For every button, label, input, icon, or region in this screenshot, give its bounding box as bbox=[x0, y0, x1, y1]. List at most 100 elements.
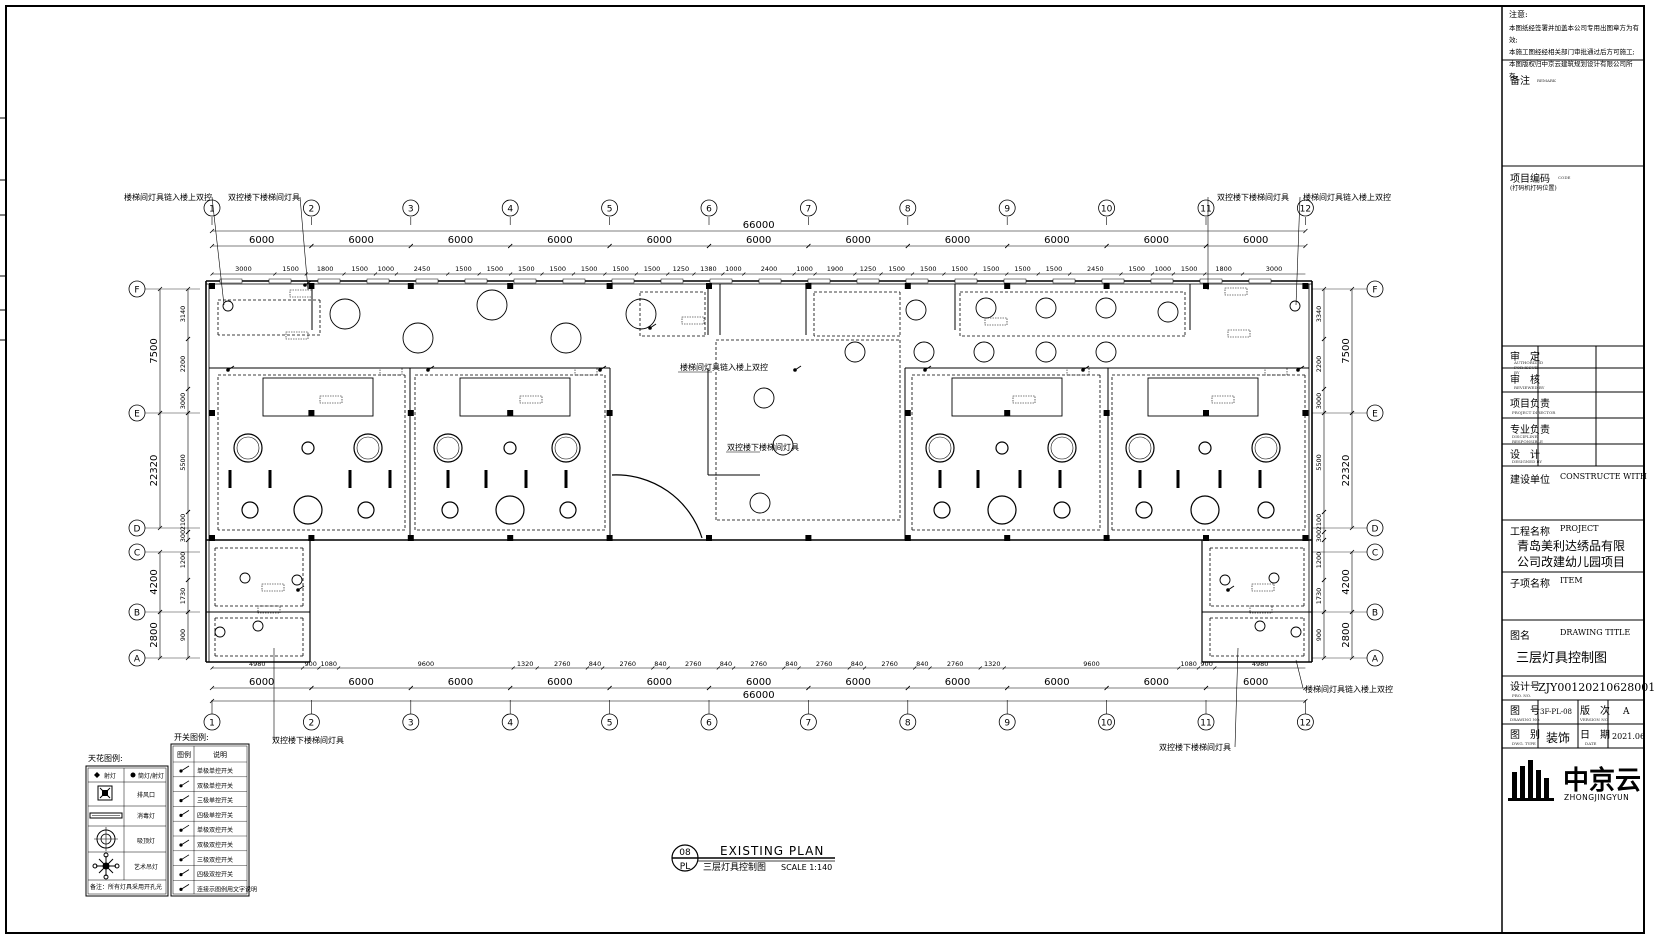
dim-right-inner-1-text: 2200 bbox=[1315, 356, 1323, 373]
window-north-16 bbox=[1003, 278, 1027, 284]
classroom-lamp-row2-8 bbox=[1053, 501, 1071, 519]
uv-lamp-9 bbox=[976, 470, 980, 488]
grid-label-top-7: 7 bbox=[806, 205, 812, 215]
column-mid-3 bbox=[507, 410, 514, 416]
dim-top-small-10: 1500 bbox=[581, 265, 598, 273]
grid-bubble-bottom-8 bbox=[899, 713, 917, 731]
uv-lamp-7 bbox=[564, 470, 568, 488]
dim-top-small-29: 1500 bbox=[1181, 265, 1198, 273]
dim-right-inner-1-tick-0 bbox=[1321, 336, 1327, 342]
callout-7-leader bbox=[1295, 659, 1304, 689]
switch-legend-row-8: 连接示图例用文字说明 bbox=[197, 885, 257, 893]
circuit-tag-6 bbox=[379, 367, 403, 376]
switch-legend-stroke-8 bbox=[180, 884, 190, 890]
callout-9-leader bbox=[1234, 647, 1239, 748]
column-north-6 bbox=[805, 283, 812, 289]
dim-top-small-28: 1000 bbox=[1155, 265, 1172, 273]
dim-left-outer-2-tick-0 bbox=[157, 549, 163, 555]
uv-lamp-10 bbox=[1018, 470, 1022, 488]
window-north-2 bbox=[317, 278, 341, 284]
light-legend-row-1: 消毒灯 bbox=[137, 812, 155, 820]
corridor-lamp-3 bbox=[550, 322, 582, 354]
corridor-lamp-6 bbox=[975, 297, 997, 319]
grid-label-top-5: 5 bbox=[607, 205, 613, 215]
circuit-tag-1 bbox=[285, 331, 309, 340]
date-value: 2021.06 bbox=[1612, 732, 1646, 741]
dim-top-small-tick-23 bbox=[973, 272, 978, 276]
drawing-no-label: 图 号 bbox=[1510, 706, 1540, 717]
dim-bay-bottom-4-text: 6000 bbox=[647, 677, 672, 688]
dim-top-small-tick-14 bbox=[692, 272, 696, 276]
grid-label-top-9: 9 bbox=[1004, 205, 1010, 215]
corridor-lamp-17 bbox=[749, 492, 771, 514]
callout-4: 楼梯间灯具链入楼上双控 bbox=[1303, 192, 1391, 202]
dim-bottom-small-tick-20 bbox=[1177, 666, 1181, 670]
grid-label-top-12: 12 bbox=[1300, 205, 1311, 215]
note-line-2: 本施工图经经相关部门审批通过后方可施工; bbox=[1509, 48, 1635, 56]
switch-dot-8 bbox=[793, 368, 797, 372]
dim-left-outer-2-text: 4200 bbox=[149, 569, 160, 594]
dim-right-outer-1-tick-0 bbox=[1349, 410, 1355, 416]
project-code-sub: (打码机打码位置) bbox=[1510, 185, 1557, 192]
dim-top-small-13: 1250 bbox=[673, 265, 690, 273]
circuit-tag-13 bbox=[1227, 329, 1251, 338]
dim-bottom-small-19: 9600 bbox=[1083, 660, 1100, 668]
circuit-tag-8 bbox=[1066, 367, 1090, 376]
column-north-0 bbox=[209, 283, 215, 289]
grid-bubble-bottom-7 bbox=[800, 713, 817, 731]
dim-top-small-tick-2 bbox=[304, 272, 309, 276]
dim-right-inner-4-tick-0 bbox=[1321, 509, 1327, 515]
dim-left-outer-1-tick-1 bbox=[157, 525, 163, 531]
version-en: VERSION NO. bbox=[1580, 717, 1610, 722]
switch-legend-row-7: 四极双控开关 bbox=[197, 871, 233, 879]
grid-label-left-F: F bbox=[134, 286, 139, 296]
switch-dot-5 bbox=[1081, 368, 1085, 372]
dim-bottom-small-15: 2760 bbox=[881, 660, 898, 668]
switch-legend-row-2: 三极单控开关 bbox=[197, 797, 233, 805]
dim-top-small-25: 1500 bbox=[1046, 265, 1063, 273]
circuit-tag-10 bbox=[681, 316, 705, 325]
corridor-lamp-1 bbox=[402, 322, 434, 354]
dim-top-small-6: 1500 bbox=[455, 265, 472, 273]
dim-bottom-small-0: 4980 bbox=[249, 660, 266, 668]
dim-bottom-small-tick-9 bbox=[666, 666, 670, 670]
dim-bay-top-1-tick-0 bbox=[309, 243, 314, 249]
column-north-11 bbox=[1302, 283, 1309, 289]
dim-bottom-small-7: 2760 bbox=[619, 660, 636, 668]
dim-bottom-small-tick-16 bbox=[912, 666, 917, 670]
grid-bubble-top-8 bbox=[899, 199, 917, 217]
company-logo-icon bbox=[1508, 760, 1554, 801]
grid-bubble-top-5 bbox=[601, 199, 618, 217]
dim-bottom-small-tick-7 bbox=[600, 666, 605, 670]
dim-bay-top-8-text: 6000 bbox=[1044, 235, 1069, 246]
window-north-12 bbox=[807, 278, 831, 284]
dim-right-outer-3-tick-0 bbox=[1349, 609, 1355, 615]
classroom-lamp-ring-8 bbox=[1050, 436, 1074, 460]
corridor-lamp-11 bbox=[913, 341, 935, 363]
column-north-7 bbox=[904, 283, 911, 289]
dim-bay-bottom-10-text: 6000 bbox=[1243, 677, 1268, 688]
spotlight-icon bbox=[94, 772, 100, 778]
dim-bottom-small-tick-13 bbox=[797, 666, 801, 670]
classroom-lamp-row2-1 bbox=[293, 495, 323, 525]
uv-lamp-11 bbox=[1058, 470, 1062, 488]
classroom-lamp-4 bbox=[503, 441, 517, 455]
switch-dot-2 bbox=[426, 368, 430, 372]
window-north-5 bbox=[464, 278, 488, 284]
dim-right-inner-6-tick-0 bbox=[1321, 537, 1327, 543]
downlight-4 bbox=[1268, 572, 1280, 584]
circuit-tag-0 bbox=[289, 289, 313, 298]
light-legend-row-0: 排风口 bbox=[137, 791, 155, 799]
dim-top-small-23: 1500 bbox=[983, 265, 1000, 273]
column-north-5 bbox=[706, 283, 712, 289]
grid-label-bottom-8: 8 bbox=[905, 719, 911, 729]
classroom-lamp-row2-11 bbox=[1257, 501, 1275, 519]
dim-left-inner-7-tick-0 bbox=[185, 577, 191, 583]
grid-label-top-11: 11 bbox=[1200, 205, 1211, 215]
downlight-5 bbox=[1219, 574, 1231, 586]
dim-bay-bottom-0-tick-0 bbox=[209, 685, 215, 691]
dim-top-small-7: 1500 bbox=[487, 265, 504, 273]
dim-left-inner-8-text: 900 bbox=[179, 629, 187, 641]
switch-legend-stroke-1 bbox=[180, 780, 190, 787]
